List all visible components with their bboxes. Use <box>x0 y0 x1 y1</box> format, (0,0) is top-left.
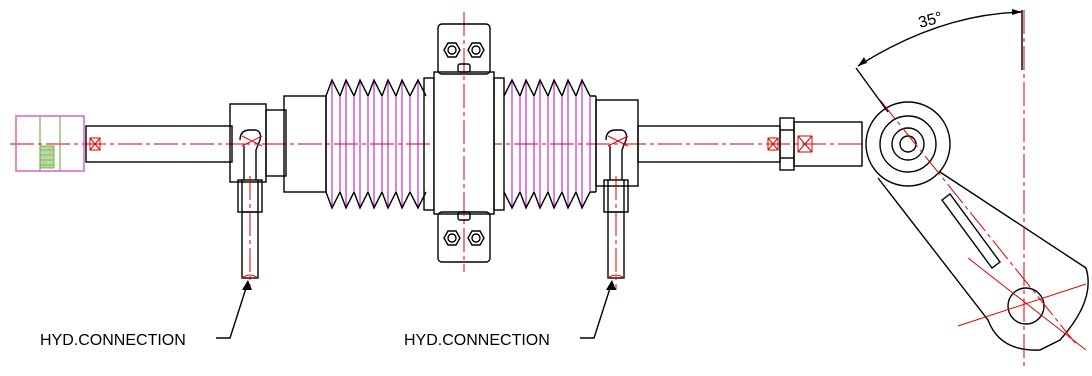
right-callout: HYD.CONNECTION <box>404 280 616 349</box>
right-pipe <box>603 176 629 290</box>
nut-icon <box>467 42 485 58</box>
left-pipe <box>237 176 263 290</box>
lever-end-hole <box>1007 287 1045 325</box>
left-callout-label: HYD.CONNECTION <box>40 332 186 349</box>
rotating-lever <box>865 99 1089 351</box>
top-bracket <box>437 23 491 75</box>
lever-slot <box>941 193 1001 269</box>
right-bellows <box>503 78 597 210</box>
right-fitting-block <box>595 99 639 187</box>
hatch-pattern <box>39 145 55 169</box>
nut-icon <box>467 230 485 246</box>
right-callout-label: HYD.CONNECTION <box>404 332 550 349</box>
angle-label: 35° <box>917 9 945 32</box>
bracket-nuts <box>443 42 485 246</box>
nut-icon <box>443 230 461 246</box>
left-rod <box>85 125 233 163</box>
left-bellows <box>325 78 427 210</box>
nut-icon <box>443 42 461 58</box>
left-callout: HYD.CONNECTION <box>40 280 252 349</box>
center-clamp <box>423 12 505 272</box>
left-handle <box>15 115 85 172</box>
angle-dimension: 35° <box>855 9 1023 113</box>
left-fitting-block <box>229 103 287 183</box>
clevis <box>793 121 863 167</box>
